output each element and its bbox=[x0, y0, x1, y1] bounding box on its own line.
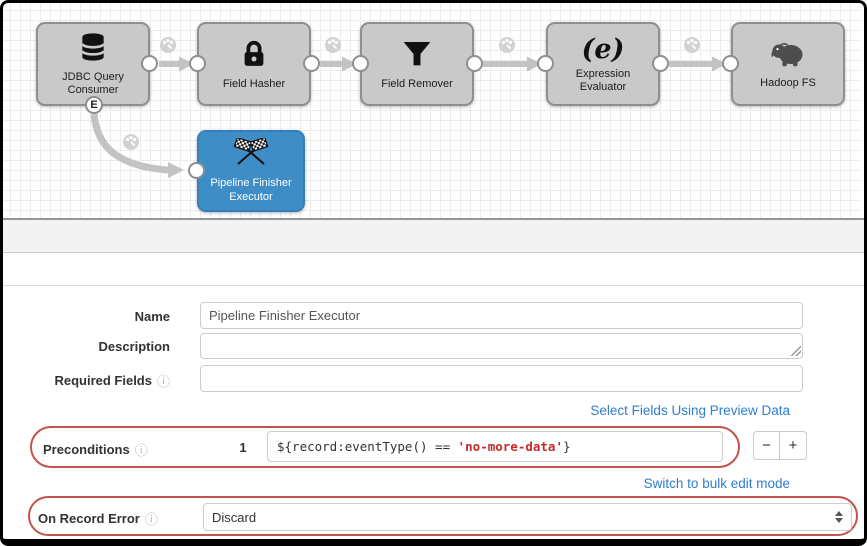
stage-connectors bbox=[90, 36, 727, 178]
stage-pipeline-finisher-executor[interactable]: Pipeline Finisher Executor bbox=[197, 130, 305, 212]
stage-hadoop-fs[interactable]: Hadoop FS bbox=[731, 22, 845, 106]
output-port[interactable] bbox=[652, 55, 669, 72]
database-icon bbox=[76, 31, 110, 68]
event-input-port[interactable] bbox=[188, 162, 205, 179]
funnel-icon bbox=[400, 38, 434, 75]
required-fields-input[interactable] bbox=[200, 365, 803, 392]
description-input[interactable] bbox=[200, 333, 803, 359]
on-record-error-label: On Record Error ⓘ bbox=[38, 511, 158, 527]
stage-label: Field Hasher bbox=[222, 77, 286, 90]
required-fields-label: Required Fields ⓘ bbox=[54, 373, 170, 389]
pipeline-canvas[interactable]: JDBC Query Consumer Field Hasher Field R… bbox=[0, 0, 860, 218]
on-record-error-select[interactable]: Discard bbox=[203, 503, 852, 531]
connector-arrows bbox=[90, 56, 727, 178]
elephant-icon bbox=[769, 39, 807, 74]
select-fields-preview-link[interactable]: Select Fields Using Preview Data bbox=[590, 403, 790, 418]
input-port[interactable] bbox=[722, 55, 739, 72]
config-tab-bar bbox=[0, 218, 867, 253]
info-icon: ⓘ bbox=[134, 443, 148, 458]
stage-jdbc-query-consumer[interactable]: JDBC Query Consumer bbox=[36, 22, 150, 106]
precondition-expression-input[interactable]: ${record:eventType() == 'no-more-data'} bbox=[267, 431, 723, 462]
event-output-port[interactable]: E bbox=[85, 96, 103, 114]
expression-icon: (e) bbox=[581, 33, 625, 65]
stage-label: Field Remover bbox=[381, 77, 453, 90]
select-stepper-icon bbox=[835, 511, 843, 523]
stage-field-remover[interactable]: Field Remover bbox=[360, 22, 474, 106]
selected-option: Discard bbox=[212, 509, 257, 525]
stage-label: Expression Evaluator bbox=[575, 67, 631, 93]
stage-label: Hadoop FS bbox=[760, 76, 816, 89]
section-divider bbox=[0, 285, 867, 286]
input-port[interactable] bbox=[537, 55, 554, 72]
stage-field-hasher[interactable]: Field Hasher bbox=[197, 22, 311, 106]
remove-precondition-button[interactable]: − bbox=[753, 431, 780, 460]
stage-label: Pipeline Finisher Executor bbox=[210, 177, 292, 203]
bulk-edit-mode-link[interactable]: Switch to bulk edit mode bbox=[643, 476, 790, 491]
output-port[interactable] bbox=[466, 55, 483, 72]
input-port[interactable] bbox=[189, 55, 206, 72]
add-precondition-button[interactable]: + bbox=[780, 431, 807, 460]
name-input[interactable] bbox=[200, 302, 803, 329]
info-icon: ⓘ bbox=[156, 374, 170, 389]
checkered-flags-icon bbox=[230, 137, 272, 173]
description-label: Description bbox=[98, 339, 170, 354]
code-highlight: 'no-more-data' bbox=[457, 439, 563, 454]
lock-icon bbox=[239, 38, 269, 75]
preconditions-label: Preconditions ⓘ bbox=[43, 442, 148, 458]
output-port[interactable] bbox=[141, 55, 158, 72]
output-port[interactable] bbox=[303, 55, 320, 72]
stage-label: JDBC Query Consumer bbox=[62, 71, 124, 96]
input-port[interactable] bbox=[352, 55, 369, 72]
on-record-error-annotation-outline bbox=[28, 496, 858, 536]
name-label: Name bbox=[134, 309, 170, 324]
stage-expression-evaluator[interactable]: (e) Expression Evaluator bbox=[546, 22, 660, 106]
preconditions-annotation-outline bbox=[30, 426, 740, 468]
precondition-row-number: 1 bbox=[239, 440, 247, 455]
info-icon: ⓘ bbox=[144, 512, 158, 527]
precondition-list-stepper: − + bbox=[753, 431, 807, 460]
textarea-resize-handle[interactable] bbox=[791, 346, 801, 356]
